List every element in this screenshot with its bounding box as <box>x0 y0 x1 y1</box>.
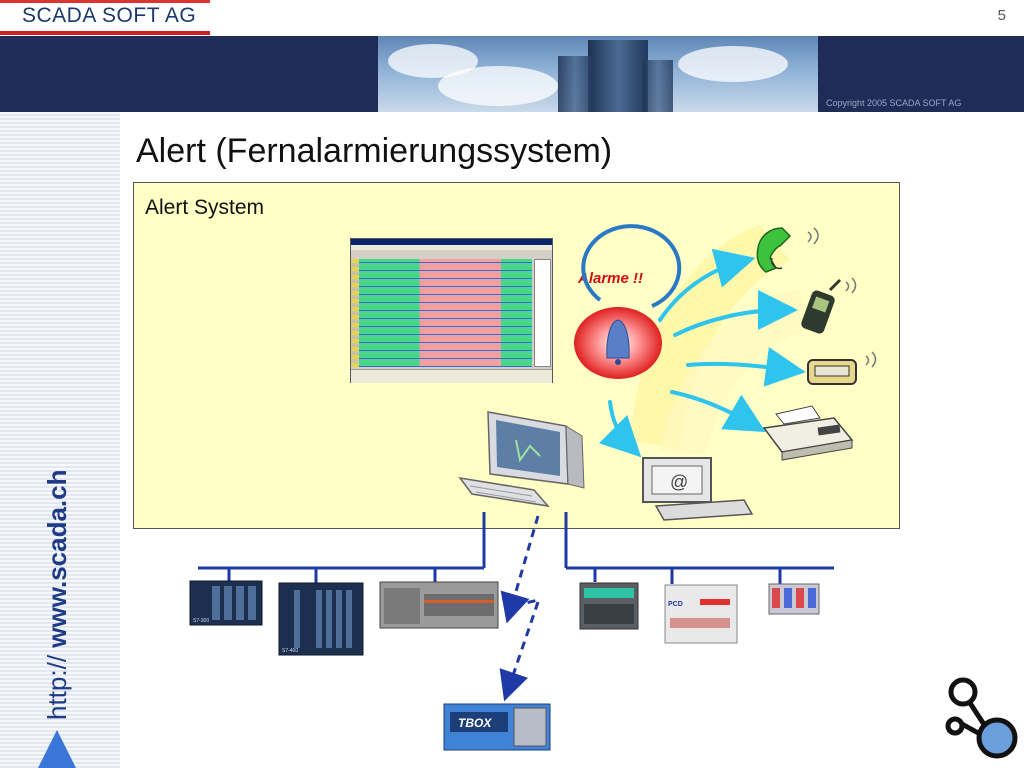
fax-icon <box>762 405 854 461</box>
alarm-bell-icon <box>574 224 682 379</box>
copyright-text: Copyright 2005 SCADA SOFT AG <box>826 98 962 108</box>
network-logo-icon <box>945 677 1018 759</box>
alert-software-screenshot <box>350 238 553 383</box>
svg-text:PCD: PCD <box>668 601 683 608</box>
window-left-column <box>351 259 359 367</box>
svg-text:TBOX: TBOX <box>458 716 492 730</box>
logo-underline <box>0 31 210 35</box>
terminal-module <box>768 583 820 615</box>
window-menubar <box>351 245 552 250</box>
svg-text:S7-400: S7-400 <box>282 648 298 654</box>
company-logo: SCADA SOFT AG <box>22 4 197 27</box>
plc-rack-device <box>379 581 499 629</box>
schedule-grid <box>359 259 532 367</box>
svg-text:S7-300: S7-300 <box>193 618 209 624</box>
triangle-icon <box>38 730 76 768</box>
slide-title: Alert (Fernalarmierungssystem) <box>136 132 613 170</box>
radio-link <box>499 515 540 702</box>
svg-text:@: @ <box>670 472 688 492</box>
alarm-label: Alarme !! <box>578 270 644 287</box>
panel-label: Alert System <box>145 196 265 219</box>
window-statusbar <box>351 369 552 383</box>
network-bus <box>198 512 834 584</box>
email-computer-icon: @ <box>642 457 754 521</box>
pager-icon <box>807 351 877 385</box>
tbox-device: TBOX <box>443 703 551 751</box>
logo-top-bar <box>0 0 210 3</box>
notification-arrows <box>598 248 806 458</box>
window-side-panel <box>534 259 551 367</box>
plc-s7-400: S7-400 <box>278 582 364 656</box>
workstation-icon <box>458 411 585 508</box>
window-toolbar <box>351 250 552 258</box>
left-sidebar-strip <box>0 112 120 768</box>
pcd-controller: PCD <box>664 584 738 644</box>
phone-icon <box>756 227 819 273</box>
io-module <box>579 582 639 630</box>
banner-skyscraper-image <box>378 36 818 112</box>
mobile-phone-icon <box>801 277 857 334</box>
page-number: 5 <box>997 7 1006 24</box>
window-titlebar <box>351 239 552 245</box>
plc-s7-300: S7-300 <box>189 580 263 626</box>
